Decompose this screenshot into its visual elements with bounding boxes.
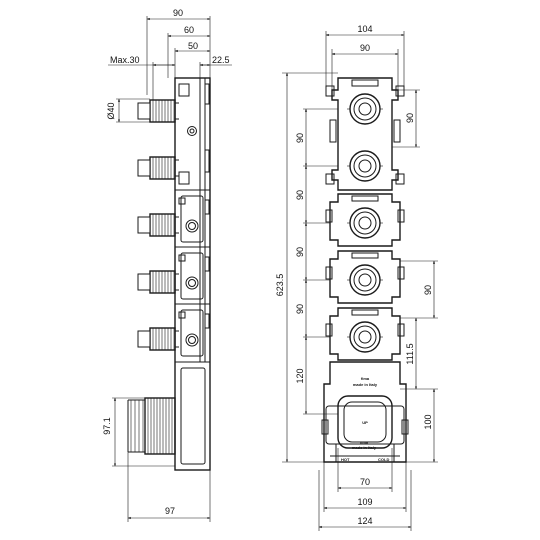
side-spindle: [137, 213, 179, 237]
dim-90-right: 90: [405, 113, 415, 123]
side-port-circle-1: [187, 126, 197, 136]
side-spindle: [137, 327, 179, 351]
dim-97-1: 97.1: [102, 417, 112, 435]
mixer-brand: fima: [361, 376, 370, 381]
front-view: fima made in Italy UP HOT COLD fima made…: [275, 24, 438, 531]
front-module: [325, 250, 405, 304]
dim-50-side: 50: [188, 41, 198, 51]
dim-623-5: 623.5: [275, 274, 285, 297]
dim-22-5: 22.5: [212, 55, 230, 65]
side-spindle: [137, 99, 179, 123]
front-mixer-cartridge: [337, 395, 393, 449]
dim-70: 70: [360, 477, 370, 487]
dim-90-pitch-1: 90: [295, 133, 305, 143]
front-module: [325, 193, 405, 247]
dim-90-pitch-2: 90: [295, 190, 305, 200]
dim-120: 120: [295, 368, 305, 383]
side-port-circle-4: [185, 333, 199, 347]
dim-100: 100: [423, 414, 433, 429]
dim-104: 104: [357, 24, 372, 34]
dim-97-side: 97: [165, 506, 175, 516]
mixer-made-in-2: made in Italy: [352, 445, 377, 450]
dim-124: 124: [357, 516, 372, 526]
dim-max30: Max.30: [110, 55, 140, 65]
front-top-block: [331, 77, 399, 191]
side-spindle: [137, 156, 179, 180]
dim-109: 109: [357, 497, 372, 507]
mixer-made-in: made in Italy: [353, 382, 378, 387]
dim-90-pitch-4: 90: [295, 304, 305, 314]
side-port-circle-2: [185, 219, 199, 233]
front-port: [347, 321, 383, 353]
mixer-brand-2: fima: [360, 440, 369, 445]
front-module: [325, 307, 405, 361]
dim-d40: Ø40: [106, 102, 116, 119]
side-view: 90 60 50 Max.30 22.5 Ø40 97.1 97: [102, 8, 232, 522]
front-port: [347, 207, 383, 239]
side-port-circle-3: [185, 276, 199, 290]
dim-111-5: 111.5: [405, 343, 415, 364]
dim-90-pitch-3: 90: [295, 247, 305, 257]
side-spindle: [137, 270, 179, 294]
mixer-up: UP: [362, 420, 368, 425]
dim-90-right-low: 90: [423, 285, 433, 295]
dim-60-side: 60: [184, 25, 194, 35]
front-port: [347, 93, 383, 125]
mixer-cold: COLD: [378, 457, 389, 462]
side-bottom-thread-block: [127, 397, 176, 455]
front-port: [347, 150, 383, 182]
front-port: [347, 264, 383, 296]
dim-90-top: 90: [360, 43, 370, 53]
dim-90-side: 90: [173, 8, 183, 18]
mixer-hot: HOT: [341, 457, 350, 462]
